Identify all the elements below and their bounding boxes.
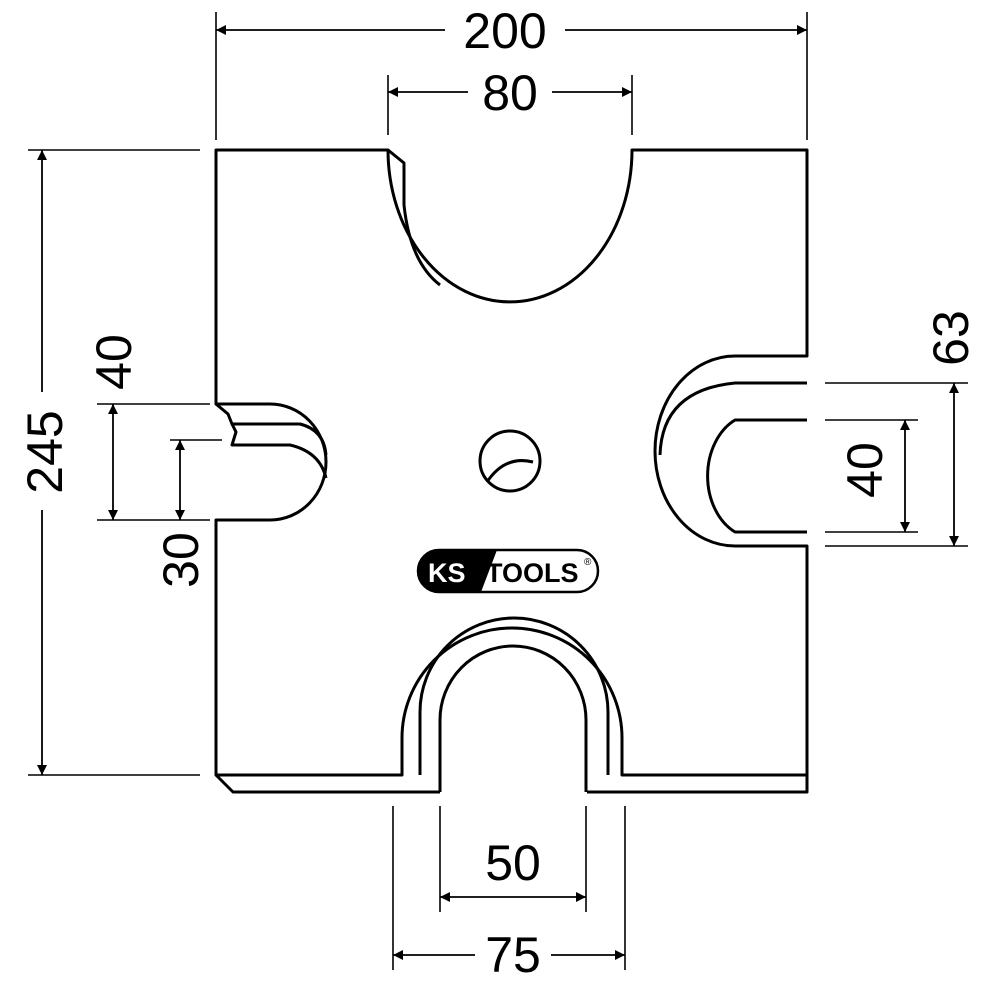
dim-label-bottom-slot-inner: 50 — [485, 835, 541, 891]
dim-label-overall-height: 245 — [17, 410, 73, 493]
dim-label-top-slot: 80 — [482, 65, 538, 121]
left-slot-bevel-1 — [215, 402, 328, 456]
center-hole — [478, 429, 542, 493]
dim-label-bottom-slot-outer: 75 — [485, 927, 541, 983]
dim-label-left-slot-outer: 40 — [86, 334, 142, 390]
logo-brand-left: KS — [428, 558, 466, 588]
center-hole-inner-edge — [485, 459, 534, 483]
right-slot-bevel — [658, 381, 807, 456]
bottom-edge-bevel — [214, 773, 809, 794]
bottom-slot-inner — [438, 644, 588, 792]
top-slot-bevel — [387, 148, 441, 287]
dim-label-right-slot-outer: 63 — [923, 310, 979, 366]
extension-lines — [28, 12, 968, 970]
logo-registered-mark: ® — [584, 557, 592, 568]
brand-logo: KS TOOLS ® — [416, 548, 600, 594]
logo-brand-right: TOOLS — [486, 558, 579, 588]
dim-label-right-slot-inner: 40 — [837, 442, 893, 498]
dim-label-overall-width: 200 — [463, 3, 546, 59]
dimension-lines — [37, 25, 959, 960]
bottom-slot-bevel — [418, 616, 610, 775]
left-slot-bevel-2 — [230, 423, 328, 479]
dimension-labels: 200 80 245 40 30 63 40 50 75 — [17, 3, 979, 983]
right-slot-inner — [706, 418, 807, 534]
dim-label-left-slot-inner: 30 — [153, 532, 209, 588]
